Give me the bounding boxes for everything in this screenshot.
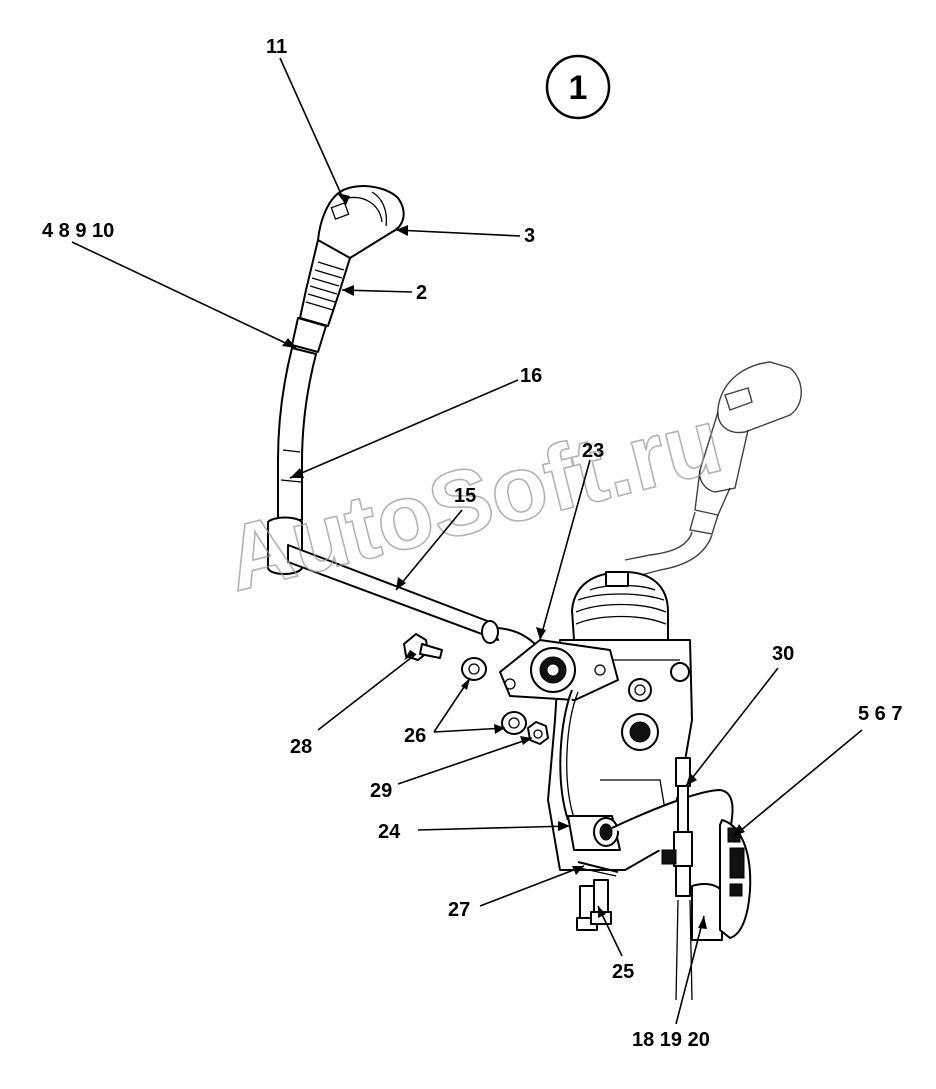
arrow-heads [282, 193, 745, 929]
callout-3: 3 [524, 225, 535, 247]
shift-housing [499, 571, 734, 881]
callout-30: 30 [772, 643, 794, 665]
bolts-25 [576, 879, 612, 931]
callout-16: 16 [520, 365, 542, 387]
switch-plate [719, 819, 752, 939]
figure-number-badge: 1 [545, 54, 611, 120]
callout-28: 28 [290, 736, 312, 758]
figure-number: 1 [569, 69, 588, 107]
callout-15: 15 [454, 485, 476, 507]
callout-25: 25 [612, 961, 634, 983]
callout-11: 11 [266, 36, 287, 58]
callout-5-6-7: 5 6 7 [858, 703, 902, 725]
callout-23: 23 [582, 440, 604, 462]
callout-4-8-9-10: 4 8 9 10 [42, 220, 114, 242]
alternate-lever-outline [624, 361, 802, 579]
grip-ribs [305, 261, 345, 311]
callout-27: 27 [448, 899, 470, 921]
callout-18-19-20: 18 19 20 [632, 1029, 710, 1051]
washer-26 [461, 657, 527, 735]
callout-29: 29 [370, 780, 392, 802]
clip-27 [577, 861, 619, 877]
callout-2: 2 [416, 282, 427, 304]
nut-29 [527, 721, 549, 745]
callout-labels: 11 4 8 9 10 3 2 16 23 15 30 5 6 7 28 26 … [42, 36, 902, 1051]
callout-24: 24 [378, 821, 401, 843]
shift-lever [267, 185, 405, 575]
leader-lines [71, 57, 863, 1025]
callout-26: 26 [404, 725, 426, 747]
